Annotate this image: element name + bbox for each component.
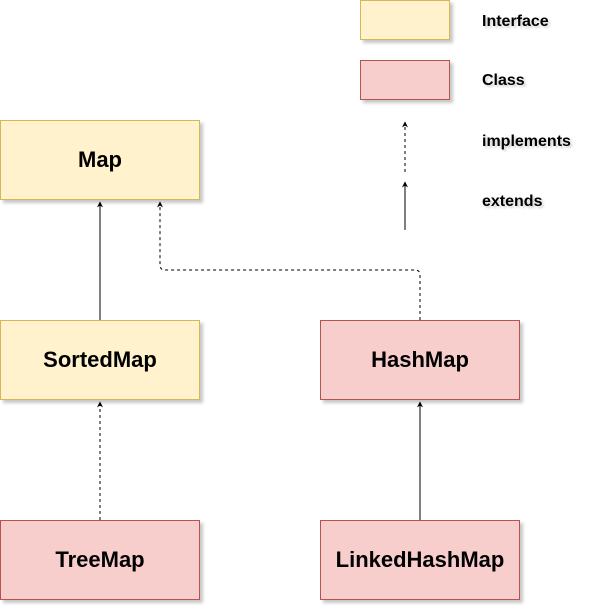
hashmap-node-label: HashMap — [371, 347, 469, 372]
map-node: Map — [0, 120, 200, 200]
legend-implements-label: implements — [482, 133, 571, 150]
legend-extends-label: extends — [482, 193, 543, 210]
legend-class-label: Class — [482, 72, 525, 89]
treemap-node-label: TreeMap — [55, 547, 145, 572]
map-node-label: Map — [78, 147, 122, 172]
linkedhashmap-node: LinkedHashMap — [320, 520, 520, 600]
sortedmap-node: SortedMap — [0, 320, 200, 400]
hashmap-implements-map-arrow — [157, 201, 421, 320]
sortedmap-node-label: SortedMap — [43, 347, 157, 372]
linkedhashmap-node-label: LinkedHashMap — [335, 547, 505, 572]
legend-class-swatch — [360, 60, 450, 100]
treemap-node: TreeMap — [0, 520, 200, 600]
legend-interface-swatch — [360, 0, 450, 40]
legend-interface-label: Interface — [482, 13, 549, 30]
hashmap-node: HashMap — [320, 320, 520, 400]
